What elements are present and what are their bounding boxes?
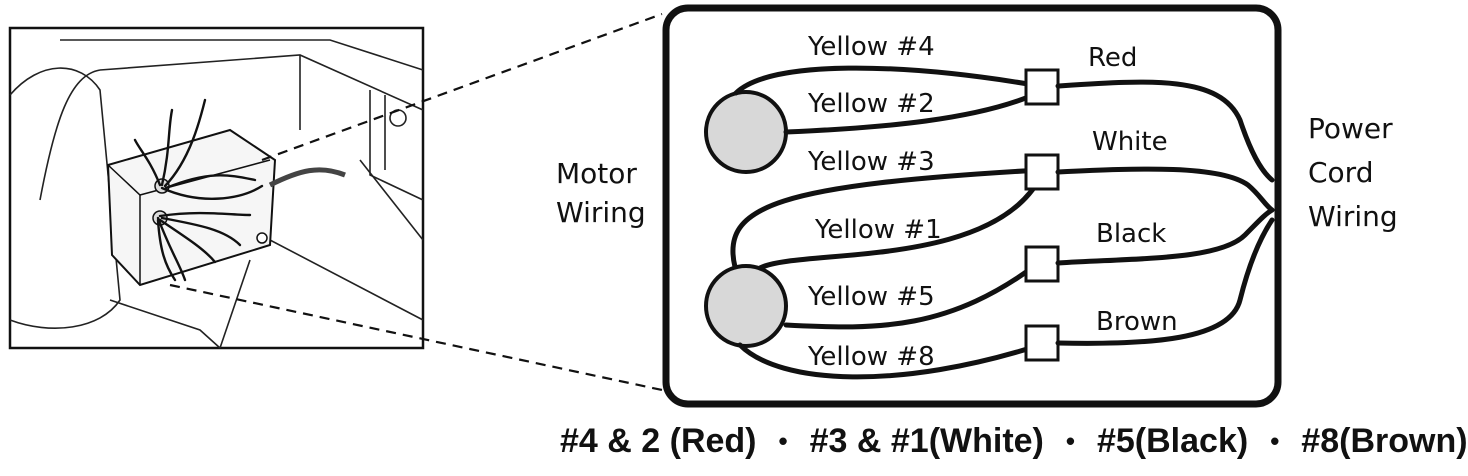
power-cord	[268, 167, 346, 188]
zoom-lines	[169, 12, 663, 392]
box-wires	[133, 98, 264, 282]
connector-black	[1024, 245, 1060, 283]
legend-item-red: #4 & 2 (Red)	[560, 422, 757, 460]
wire-yellow-8	[737, 342, 1043, 380]
power-cord-line-1: Power	[1308, 112, 1393, 145]
legend-separator: •	[778, 426, 788, 456]
connector-white	[1024, 153, 1060, 191]
label-black: Black	[1096, 219, 1166, 249]
wire-brown	[1055, 217, 1275, 346]
motor-wiring-line-1: Motor	[556, 157, 637, 190]
wiring-diagram: Yellow #4 Yellow #2 Yellow #3 Yellow #1 …	[8, 4, 1398, 408]
connector-brown	[1024, 324, 1060, 362]
label-white: White	[1092, 127, 1168, 157]
motor-wiring-label: Motor Wiring	[556, 157, 646, 229]
legend-item-brown: #8(Brown)	[1301, 422, 1468, 460]
wire-black	[1055, 207, 1275, 266]
power-cord-line-2: Cord	[1308, 156, 1373, 189]
wire-white	[1055, 166, 1275, 213]
label-yellow-8: Yellow #8	[807, 342, 935, 372]
label-yellow-3: Yellow #3	[807, 147, 935, 177]
wire-yellow-5	[783, 259, 1043, 330]
wire-yellow-3	[730, 167, 1043, 270]
motor-terminal-lower	[704, 264, 788, 348]
wire-yellow-4	[733, 65, 1043, 96]
label-yellow-1: Yellow #1	[814, 215, 942, 245]
motor-side-wires	[730, 65, 1043, 380]
label-brown: Brown	[1096, 307, 1178, 337]
power-cord-line-3: Wiring	[1308, 200, 1398, 233]
legend-item-black: #5(Black)	[1096, 422, 1249, 460]
wiring-legend: #4 & 2 (Red) • #3 & #1(White) • #5(Black…	[560, 422, 1468, 461]
wire-yellow-1	[757, 175, 1043, 271]
label-yellow-2: Yellow #2	[807, 89, 935, 119]
legend-item-white: #3 & #1(White)	[809, 422, 1044, 460]
cord-side-wires	[1055, 79, 1275, 346]
schematic-frame	[662, 4, 1282, 408]
connector-red	[1024, 68, 1060, 106]
wire-red	[1055, 79, 1275, 183]
motor-illustration	[8, 26, 425, 350]
wire-yellow-2	[783, 89, 1043, 135]
motor-wiring-line-2: Wiring	[556, 196, 646, 229]
connectors	[1024, 68, 1060, 362]
legend-separator: •	[1065, 426, 1075, 456]
label-red: Red	[1088, 43, 1137, 73]
label-yellow-4: Yellow #4	[807, 32, 935, 62]
label-yellow-5: Yellow #5	[807, 282, 935, 312]
motor-terminal-upper	[704, 90, 788, 174]
legend-separator: •	[1270, 426, 1280, 456]
power-cord-wiring-label: Power Cord Wiring	[1308, 112, 1398, 233]
